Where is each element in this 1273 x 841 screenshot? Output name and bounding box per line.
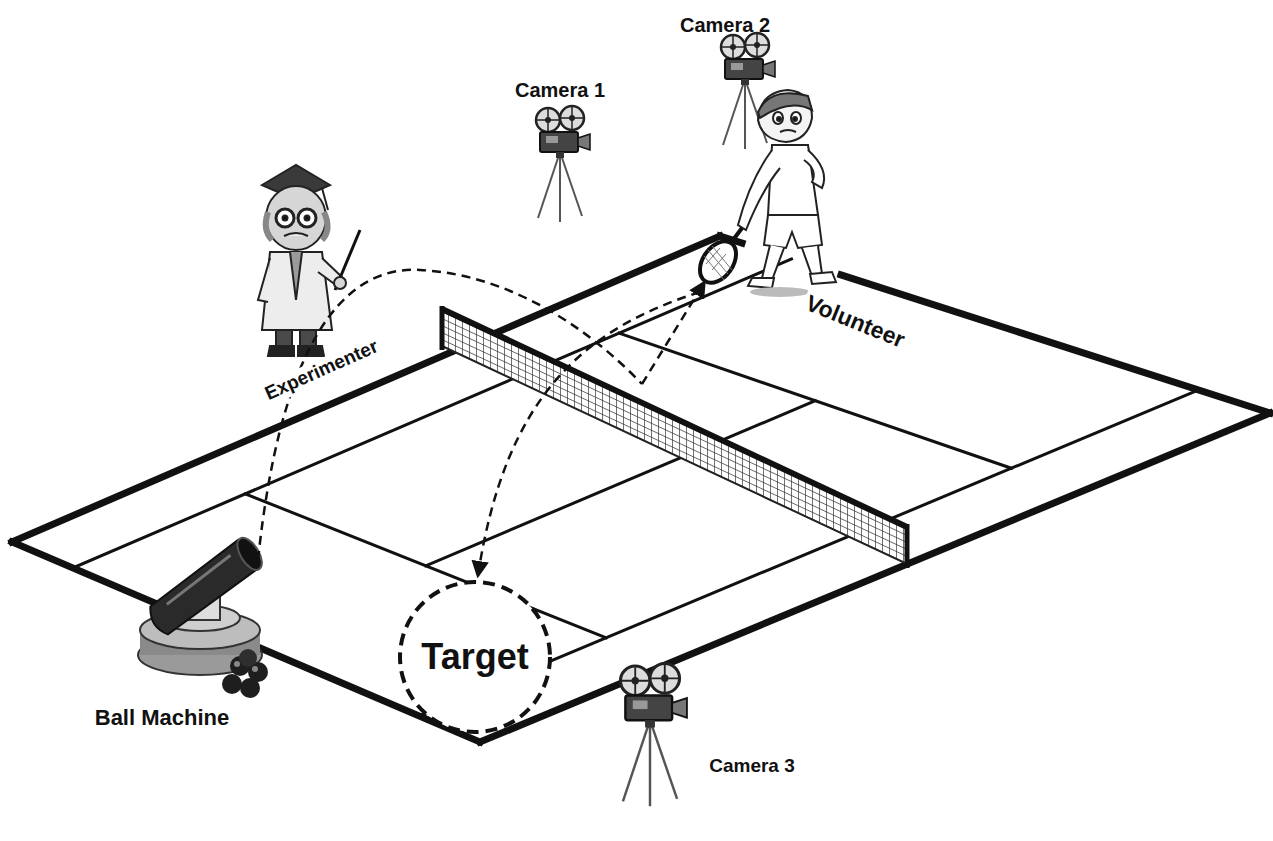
ball-trajectory [258, 270, 704, 575]
court-line [480, 413, 1270, 742]
ball-machine-figure [138, 534, 271, 698]
court-line [73, 259, 792, 568]
camera-1-figure [536, 106, 590, 222]
volunteer-figure [693, 90, 836, 297]
camera-label: Camera 1 [512, 78, 608, 102]
target-circle: Target [397, 579, 553, 735]
camera-label: Camera 2 [677, 13, 773, 37]
target-label: Target [421, 636, 528, 678]
tennis-net [442, 306, 907, 568]
camera-3-figure [620, 664, 686, 807]
volunteer-label: Volunteer [799, 289, 912, 356]
ball-machine-label: Ball Machine [92, 705, 232, 731]
camera-label: Camera 3 [706, 755, 798, 778]
experimenter-figure [258, 165, 360, 356]
